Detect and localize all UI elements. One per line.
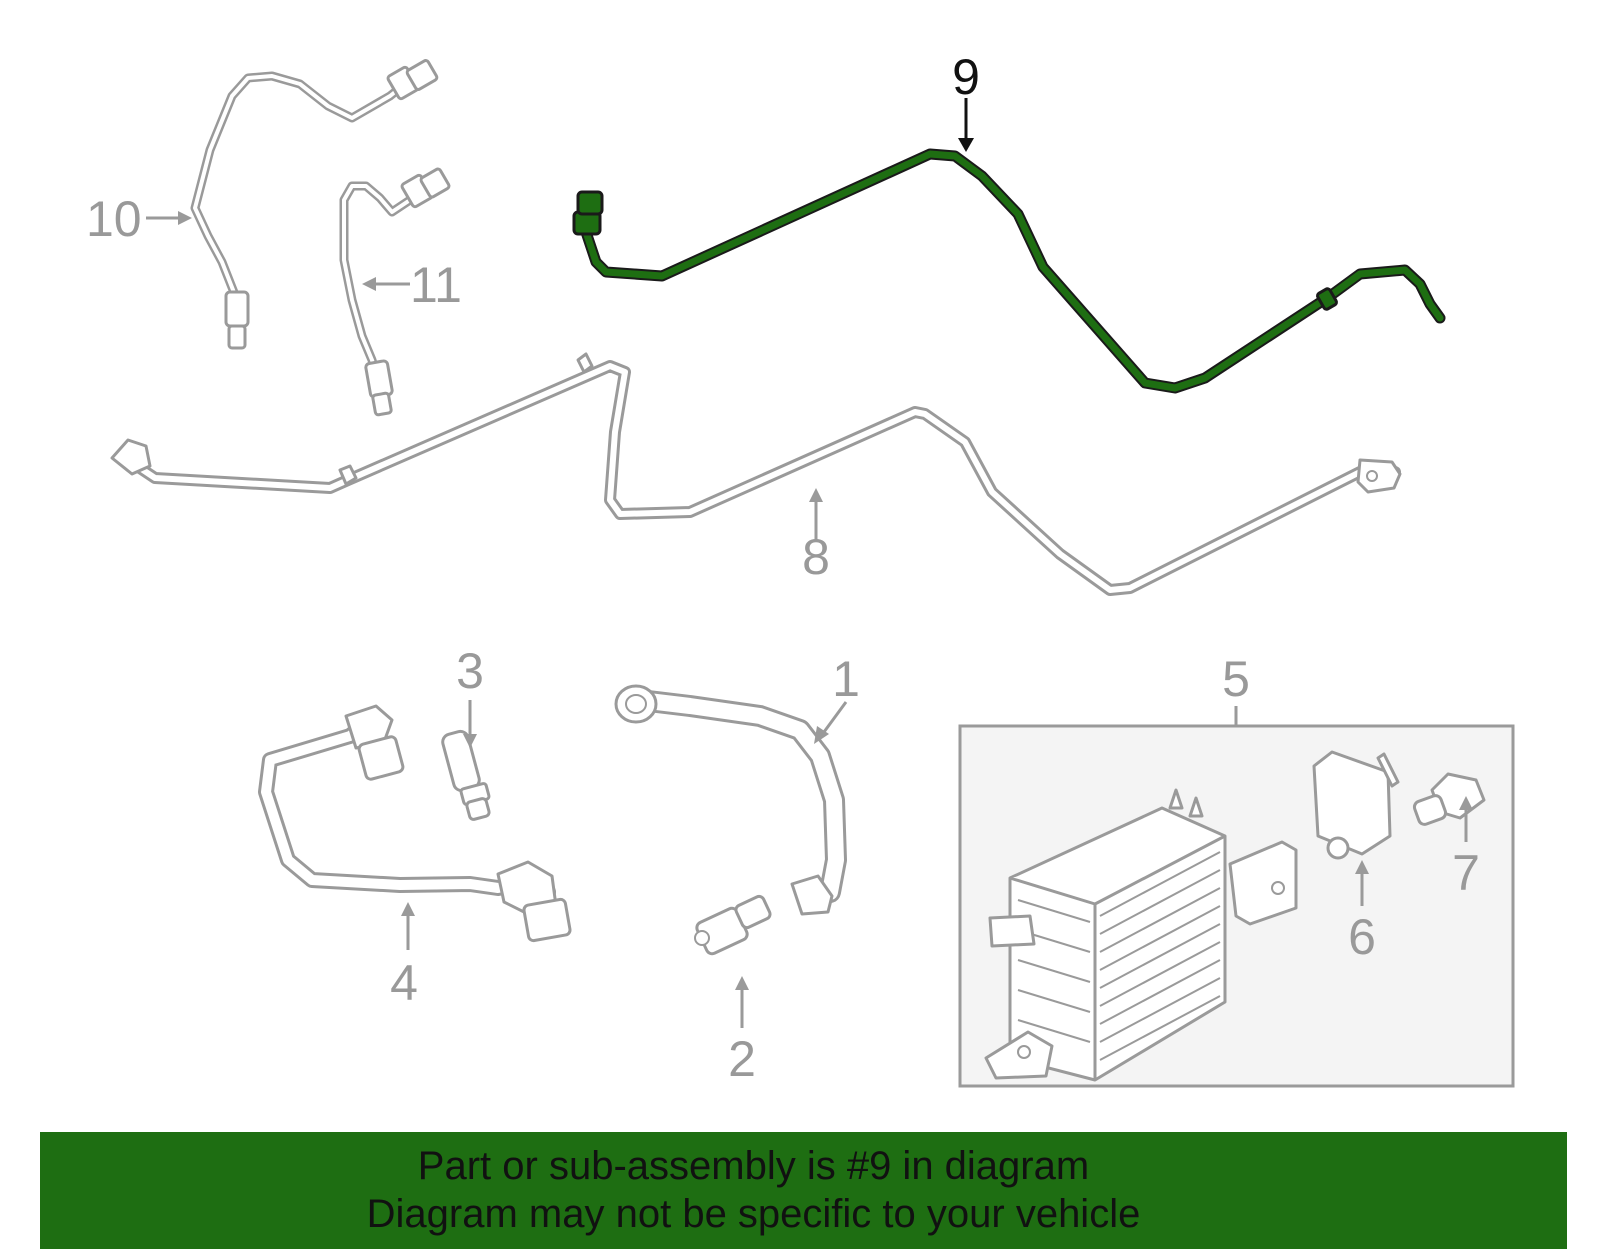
part-5-canister[interactable] xyxy=(984,788,1298,1082)
callout-10: 10 xyxy=(86,191,142,247)
callout-8: 8 xyxy=(802,529,830,585)
callout-2: 2 xyxy=(728,1031,756,1087)
info-banner: Part or sub-assembly is #9 in diagram Di… xyxy=(40,1132,1567,1249)
banner-line-2: Diagram may not be specific to your vehi… xyxy=(366,1192,1141,1236)
callout-5: 5 xyxy=(1222,651,1250,707)
part-1-hose[interactable] xyxy=(614,684,847,916)
callout-7: 7 xyxy=(1452,845,1480,901)
part-10-oxygen-sensor[interactable] xyxy=(190,59,439,350)
callout-3: 3 xyxy=(456,643,484,699)
part-5-assembly-box[interactable] xyxy=(958,706,1515,1088)
callout-11: 11 xyxy=(410,257,462,313)
leader-arrows xyxy=(146,98,1473,1028)
callout-9: 9 xyxy=(952,49,980,105)
callout-6: 6 xyxy=(1348,909,1376,965)
banner-line-1: Part or sub-assembly is #9 in diagram xyxy=(417,1144,1090,1188)
callout-4: 4 xyxy=(390,955,418,1011)
part-3-sensor[interactable] xyxy=(441,729,491,821)
part-8-tube[interactable] xyxy=(110,352,1402,596)
part-4-hose[interactable] xyxy=(258,704,572,943)
part-9-tube[interactable] xyxy=(572,148,1446,394)
part-2-valve[interactable] xyxy=(694,894,772,956)
part-11-oxygen-sensor[interactable] xyxy=(339,167,451,417)
callout-1: 1 xyxy=(832,651,860,707)
part-6-sensor[interactable] xyxy=(1312,750,1400,860)
